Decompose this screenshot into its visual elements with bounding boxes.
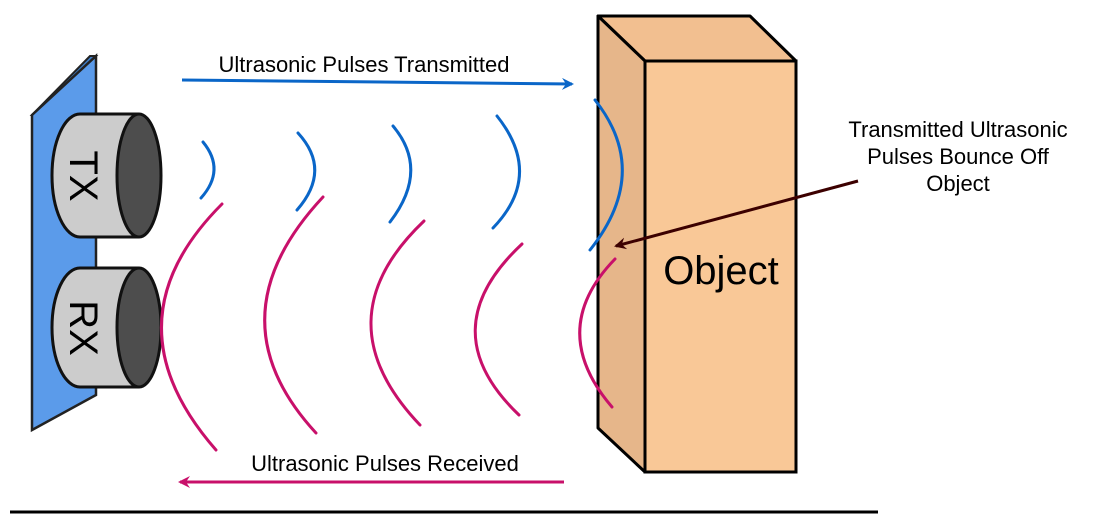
- received-wave-arc: [369, 219, 426, 427]
- transmitted-waves: [199, 98, 624, 252]
- bounce-annotation: Transmitted Ultrasonic Pulses Bounce Off…: [614, 117, 1068, 250]
- bounce-label-line-2: Pulses Bounce Off: [867, 144, 1050, 169]
- tx-transducer-body: [50, 112, 140, 239]
- bounce-arrow: [614, 179, 859, 250]
- transmitted-wave-arc: [588, 98, 624, 252]
- object-label: Object: [663, 249, 779, 293]
- transmitted-arrow: [181, 77, 574, 90]
- received-wave-arc: [160, 202, 224, 452]
- transmitted-wave-arc: [388, 124, 413, 224]
- received-wave-arc: [578, 257, 617, 409]
- transmitted-wave-arc: [295, 131, 317, 212]
- received-arrow-group: Ultrasonic Pulses Received: [178, 451, 564, 488]
- rx-transducer: RX: [50, 266, 163, 389]
- received-label: Ultrasonic Pulses Received: [251, 451, 519, 476]
- transmitted-wave-arc: [199, 140, 216, 200]
- tx-transducer: TX: [50, 112, 163, 239]
- rx-transducer-face: [115, 266, 163, 389]
- received-wave-arc: [263, 195, 325, 435]
- tx-transducer-face: [115, 112, 163, 239]
- transmitted-wave-arc: [491, 114, 521, 230]
- tx-label: TX: [61, 150, 105, 201]
- rx-label: RX: [61, 300, 105, 356]
- bounce-label-line-1: Transmitted Ultrasonic: [848, 117, 1067, 142]
- object-front-face: [643, 59, 798, 474]
- rx-transducer-body: [50, 266, 140, 389]
- transmitted-label: Ultrasonic Pulses Transmitted: [219, 52, 510, 77]
- transmitted-arrow-group: Ultrasonic Pulses Transmitted: [181, 52, 574, 90]
- received-wave-arc: [473, 242, 524, 417]
- bounce-label-line-3: Object: [926, 171, 990, 196]
- received-waves: [160, 195, 617, 452]
